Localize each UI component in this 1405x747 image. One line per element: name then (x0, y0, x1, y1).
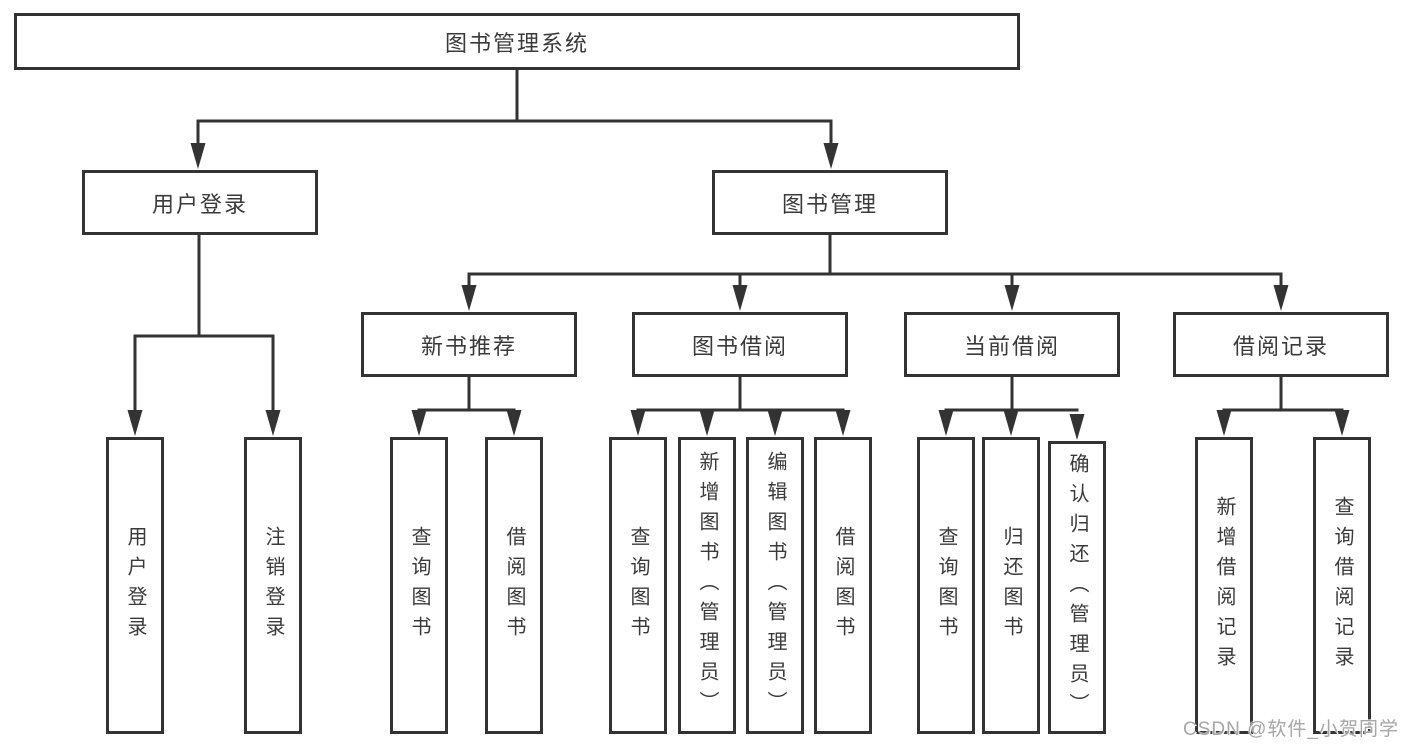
leaf-search-borrow-record: 查询借阅记录 (1313, 437, 1371, 734)
node-label: 用户登录 (151, 191, 248, 217)
leaf-search-books: 查询图书 (917, 437, 975, 734)
leaf-logout: 注销登录 (244, 437, 302, 734)
leaf-label: 借阅图书 (503, 525, 525, 646)
leaf-borrow-books: 借阅图书 (814, 437, 872, 734)
node-borrowing-records: 借阅记录 (1173, 312, 1389, 377)
leaf-label: 新增借阅记录 (1213, 495, 1235, 676)
leaf-label: 查询图书 (627, 525, 649, 646)
node-label: 图书管理 (781, 191, 878, 217)
node-book-borrowing: 图书借阅 (632, 312, 848, 377)
leaf-label: 用户登录 (124, 525, 146, 646)
leaf-search-books: 查询图书 (609, 437, 667, 734)
arrowhead-icons (127, 143, 1350, 440)
node-library-management-system: 图书管理系统 (14, 13, 1020, 70)
node-user-login: 用户登录 (82, 170, 318, 235)
leaf-borrow-books: 借阅图书 (485, 437, 543, 734)
leaf-label: 注销登录 (262, 525, 284, 646)
leaf-label: 归还图书 (1000, 525, 1022, 646)
leaf-add-borrow-record: 新增借阅记录 (1195, 437, 1253, 734)
node-label: 当前借阅 (963, 333, 1060, 359)
csdn-watermark: CSDN @软件_小贺同学 (1183, 719, 1399, 740)
node-new-book-recommendation: 新书推荐 (361, 312, 577, 377)
node-label: 图书借阅 (691, 333, 788, 359)
leaf-return-books: 归还图书 (982, 437, 1040, 734)
leaf-confirm-return-admin: 确认归还（管理员） (1048, 441, 1106, 734)
node-label: 借阅记录 (1232, 333, 1329, 359)
node-book-management: 图书管理 (712, 170, 948, 235)
leaf-label: 查询图书 (408, 525, 430, 646)
leaf-label: 编辑图书（管理员） (764, 450, 786, 721)
leaf-label: 借阅图书 (832, 525, 854, 646)
node-label: 图书管理系统 (444, 30, 589, 56)
node-current-borrowing: 当前借阅 (904, 312, 1120, 377)
node-label: 新书推荐 (420, 333, 517, 359)
leaf-label: 确认归还（管理员） (1066, 452, 1088, 723)
leaf-search-books: 查询图书 (390, 437, 448, 734)
leaf-label: 查询图书 (935, 525, 957, 646)
leaf-label: 新增图书（管理员） (696, 450, 718, 721)
leaf-edit-books-admin: 编辑图书（管理员） (746, 437, 804, 734)
leaf-label: 查询借阅记录 (1331, 495, 1353, 676)
leaf-user-login: 用户登录 (106, 437, 164, 734)
leaf-add-books-admin: 新增图书（管理员） (678, 437, 736, 734)
